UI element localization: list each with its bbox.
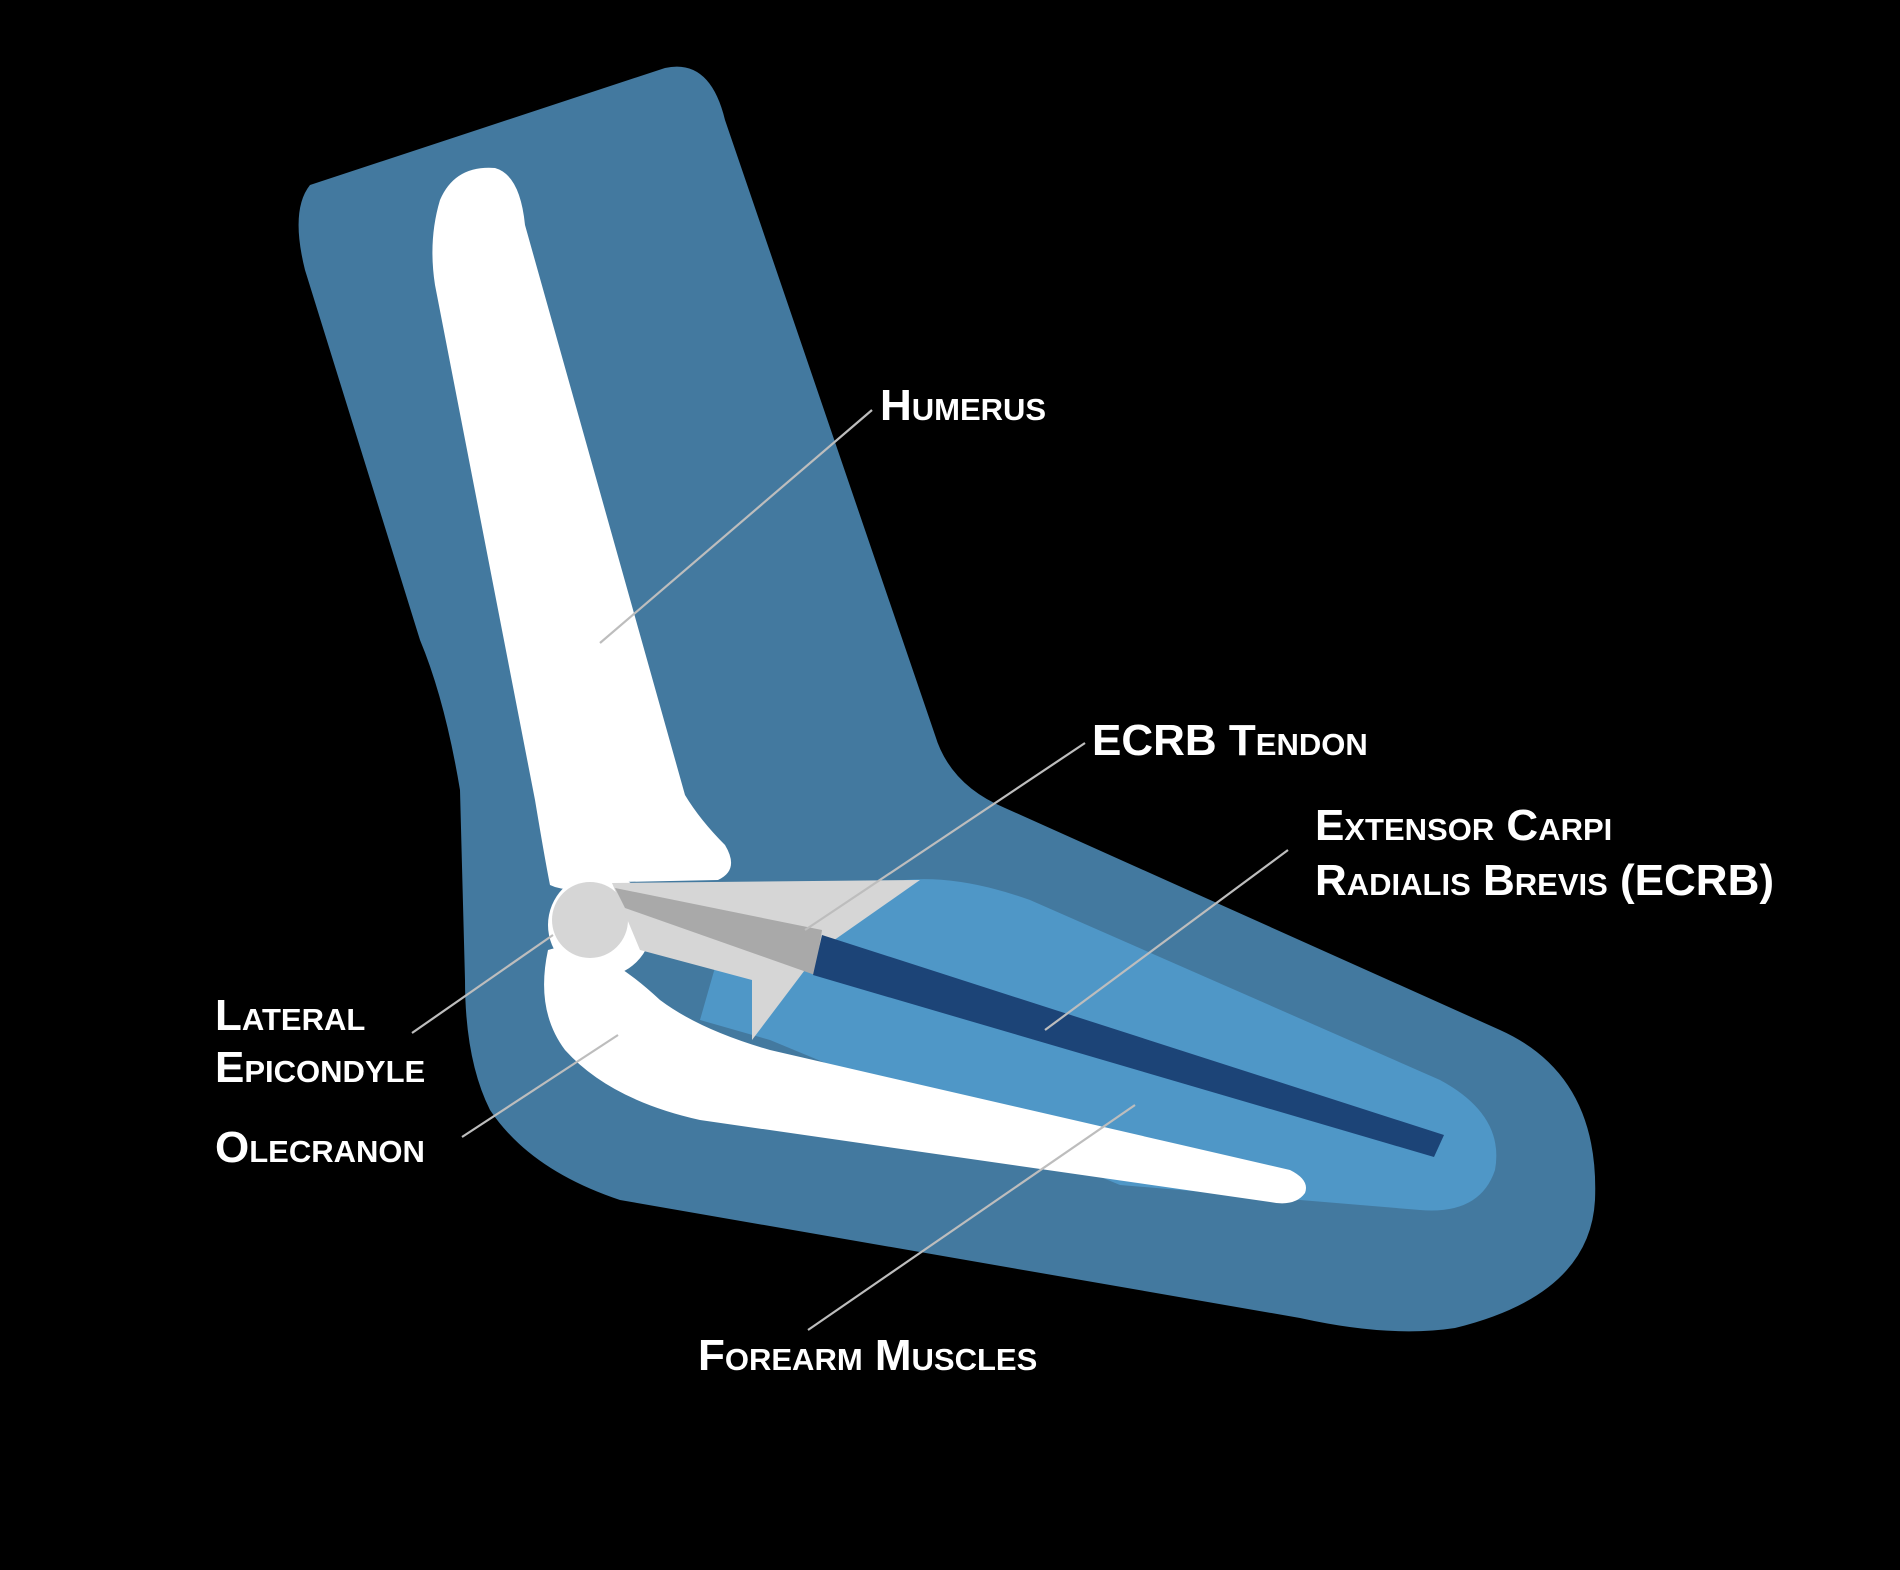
label-ecrb-line2: Radialis Brevis (ECRB)	[1315, 856, 1774, 905]
label-humerus: Humerus	[880, 381, 1046, 430]
leader-ecrb	[1044, 849, 1289, 1031]
lateral-epicondyle-shade	[552, 882, 628, 958]
humerus-bone	[432, 167, 732, 890]
label-forearm-muscles: Forearm Muscles	[698, 1331, 1037, 1380]
ecrb-muscle	[813, 935, 1444, 1157]
label-olecranon: Olecranon	[215, 1123, 425, 1172]
label-lateral-line1: Lateral	[215, 991, 365, 1040]
leader-humerus	[599, 409, 873, 644]
label-ecrb-line1: Extensor Carpi	[1315, 801, 1612, 850]
ulna-bone	[544, 947, 1306, 1204]
leader-olecranon	[461, 1034, 619, 1138]
label-ecrb-tendon: ECRB Tendon	[1092, 716, 1368, 765]
leader-lines	[411, 409, 1289, 1331]
leader-forearm-muscles	[807, 1104, 1136, 1331]
leader-ecrb-tendon	[804, 742, 1086, 931]
leader-lateral-epicondyle	[411, 934, 554, 1034]
label-lateral-line2: Epicondyle	[215, 1043, 425, 1092]
ecrb-tendon-dark	[615, 888, 822, 975]
